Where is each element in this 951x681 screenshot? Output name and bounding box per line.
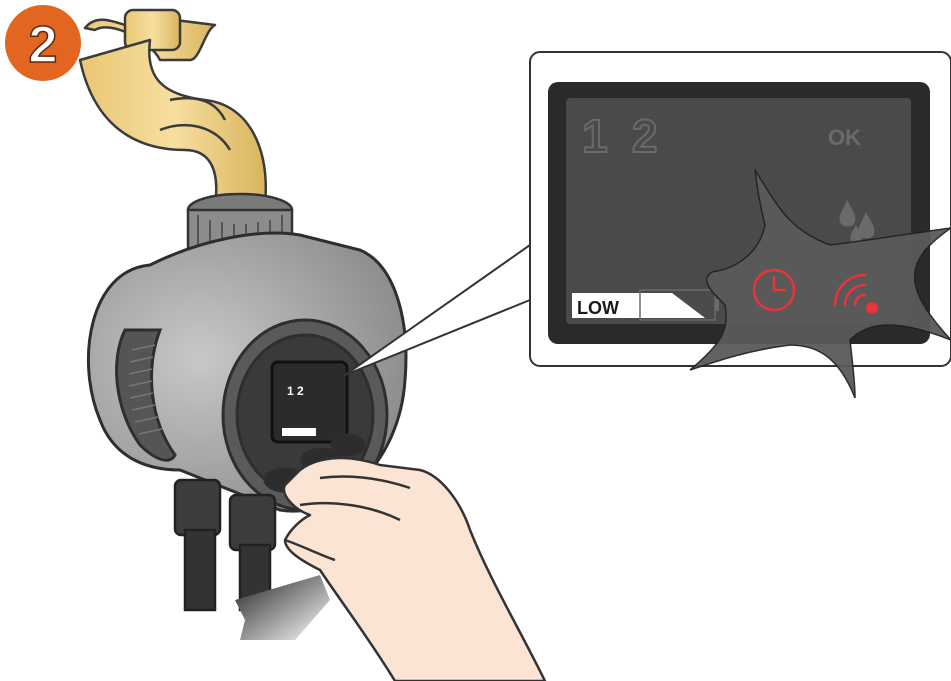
zoom-callout: 1 2 OK LOW — [530, 52, 951, 398]
device-display: 1 2 — [272, 362, 347, 442]
step-badge-number: 2 — [29, 16, 58, 74]
hose-outlets — [175, 480, 275, 610]
step-badge: 2 — [5, 5, 81, 81]
zoom-program-2: 2 — [632, 110, 658, 162]
device-button-right[interactable] — [332, 435, 364, 455]
device-display-program-1: 1 — [287, 384, 294, 398]
pressing-hand — [284, 458, 545, 681]
device-display-program-2: 2 — [297, 384, 304, 398]
faucet-pipe — [80, 10, 266, 205]
battery-low-label: LOW — [577, 298, 619, 318]
zoom-program-1: 1 — [582, 110, 608, 162]
zoom-ok-label: OK — [828, 125, 861, 150]
device-display-battery-bar — [282, 428, 316, 436]
